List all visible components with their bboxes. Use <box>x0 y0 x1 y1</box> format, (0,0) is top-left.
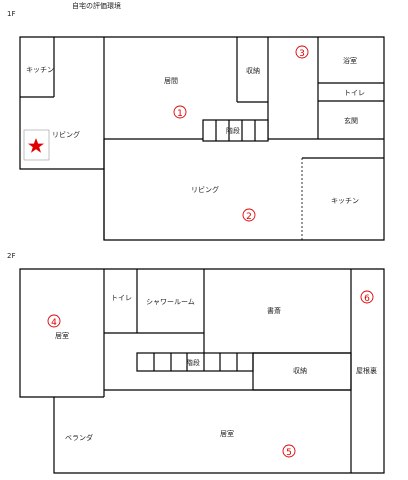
room-label-toilet-1f: トイレ <box>344 89 365 97</box>
room-label-kitchen-right: キッチン <box>331 197 359 205</box>
floor-2f: 居室 トイレ シャワールーム 書斎 階段 収納 屋根裏 ベランダ 居室 4 5 … <box>19 268 385 474</box>
living-window <box>23 129 50 161</box>
floor-label-2f: 2F <box>7 252 15 260</box>
room-label-entrance: 玄関 <box>344 116 358 125</box>
room-label-veranda: ベランダ <box>65 433 93 442</box>
svg-text:4: 4 <box>51 318 57 328</box>
page-title: 自宅の評価環境 <box>72 1 121 10</box>
floor-2f-outline <box>19 268 385 474</box>
room-label-kyoshitsu-left: 居室 <box>55 331 69 340</box>
room-label-storage-2f: 収納 <box>293 366 307 375</box>
room-label-living-main: リビング <box>191 185 219 194</box>
stairs-1f <box>202 119 269 142</box>
marker-2: 2 <box>242 208 256 222</box>
room-label-study: 書斎 <box>267 306 281 315</box>
room-label-toilet-2f: トイレ <box>111 294 132 302</box>
room-label-shower: シャワールーム <box>146 298 195 306</box>
star-icon <box>28 138 44 153</box>
room-label-bath: 浴室 <box>343 56 357 65</box>
floor-1f: キッチン リビング 居間 収納 浴室 トイレ 玄関 階段 リビング キッチン 1… <box>19 36 385 241</box>
svg-text:6: 6 <box>364 294 370 304</box>
marker-5: 5 <box>282 444 296 458</box>
marker-4: 4 <box>47 314 61 328</box>
room-label-attic: 屋根裏 <box>356 366 377 375</box>
marker-1: 1 <box>173 105 187 119</box>
room-label-stairs-1f: 階段 <box>226 126 240 135</box>
svg-text:2: 2 <box>246 212 252 222</box>
room-label-living-left: リビング <box>52 130 80 139</box>
room-label-storage-1f: 収納 <box>246 66 260 75</box>
floor-label-1f: 1F <box>7 10 15 18</box>
room-label-kitchen-left: キッチン <box>26 66 54 74</box>
marker-3: 3 <box>295 45 309 59</box>
svg-text:1: 1 <box>177 109 183 119</box>
room-label-stairs-2f: 階段 <box>186 358 200 367</box>
svg-text:3: 3 <box>299 49 305 59</box>
room-label-kyoma: 居間 <box>164 77 178 85</box>
marker-6: 6 <box>360 290 374 304</box>
svg-text:5: 5 <box>286 448 292 458</box>
room-label-kyoshitsu-main: 居室 <box>220 429 234 438</box>
